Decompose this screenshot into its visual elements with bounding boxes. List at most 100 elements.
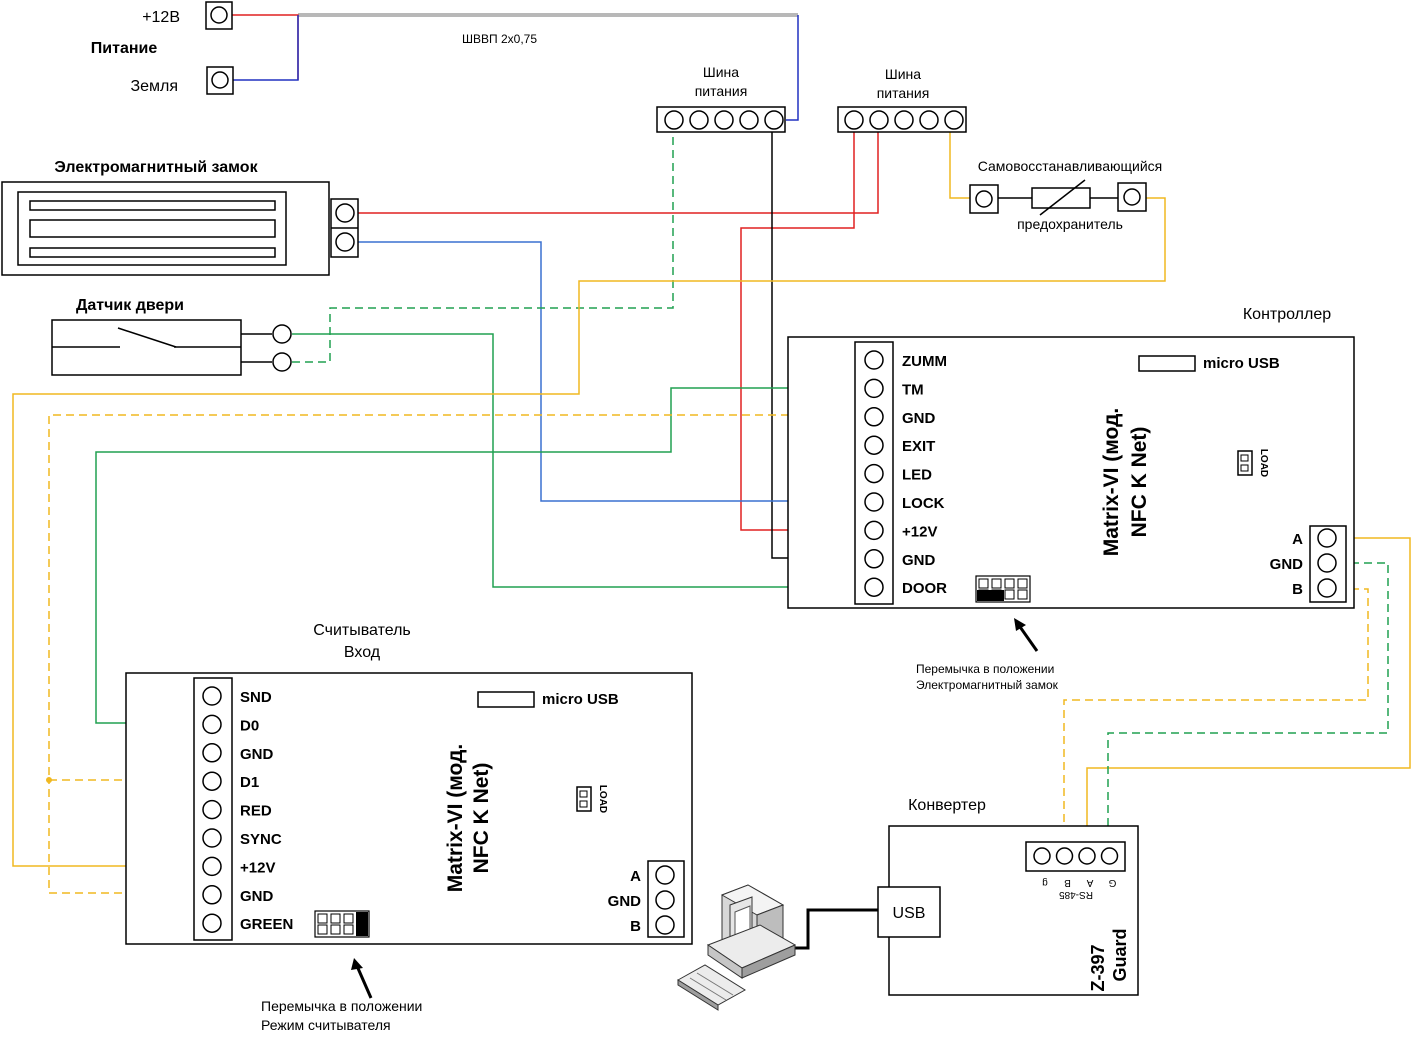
fuse-right-terminal	[1117, 182, 1147, 212]
fuse: Самовосстанавливающийся предохранитель	[969, 158, 1162, 232]
power-section: +12В Питание Земля ШВВП 2х0,75	[91, 1, 537, 95]
controller-jumper-pin	[1017, 589, 1028, 600]
controller-rs-label: A	[1292, 531, 1303, 548]
reader-jumper-arrowhead	[351, 958, 363, 970]
controller-terminal-screw	[864, 378, 884, 399]
controller-jumper-note-2: Электромагнитный замок	[916, 678, 1059, 692]
reader-rs-label: A	[630, 868, 641, 885]
door-sensor: Датчик двери	[51, 297, 292, 376]
controller-terminal-label: TM	[902, 381, 924, 398]
reader-terminal-screw	[202, 714, 222, 735]
converter-pin-label: B	[1064, 877, 1071, 888]
reader-model-line2: NFC K Net)	[470, 763, 493, 874]
power-ground-label: Земля	[130, 78, 178, 95]
reader-load-pin-2	[579, 800, 588, 808]
wire-usb	[776, 908, 878, 950]
controller-terminal-label: LED	[902, 467, 932, 484]
converter-pin-screw	[1033, 847, 1051, 865]
controller-jumper-pin	[1004, 589, 1015, 600]
controller-model-line1: Matrix-VI (мод.	[1100, 408, 1123, 557]
bus1-label-line1: Шина	[703, 64, 739, 80]
reader-jumper-pin	[343, 924, 354, 935]
lock-inner	[17, 191, 287, 266]
controller-terminal-screw	[864, 463, 884, 484]
lock-plate-middle	[29, 219, 276, 238]
reader-rs-label: B	[630, 918, 641, 935]
reader-rs-screw	[655, 865, 675, 885]
converter-pin-screw	[1100, 847, 1119, 865]
bus-1: Шина питания	[656, 64, 786, 133]
controller-terminal-label: EXIT	[902, 438, 935, 455]
reader-terminal-screw	[202, 828, 222, 848]
door-sensor-switch	[117, 327, 177, 348]
wires	[12, 13, 1411, 950]
controller-terminal-label: DOOR	[902, 580, 947, 597]
reader-jumper-pin	[317, 924, 328, 935]
wire-door-gnd	[292, 121, 674, 363]
reader-rs-screw	[655, 890, 675, 910]
controller-terminal-screw	[864, 520, 884, 541]
reader-mode-jumper	[314, 910, 370, 938]
bus1-screw	[739, 110, 759, 130]
reader-load-label: LOAD	[597, 785, 608, 813]
controller-terminal-label: GND	[902, 410, 936, 427]
cable-label: ШВВП 2х0,75	[462, 32, 537, 46]
reader-jumper-note-2: Режим считывателя	[261, 1017, 391, 1033]
bus1-screw	[764, 110, 784, 130]
controller-jumper-arrowhead	[1014, 618, 1026, 631]
wire-reader-12v	[12, 197, 1166, 867]
bus2-screw	[919, 110, 939, 130]
reader-jumper-note-1: Перемычка в положении	[261, 998, 422, 1014]
reader-terminal-screw	[202, 686, 222, 706]
bus1-label-line2: питания	[695, 83, 748, 99]
reader-jumper-pin	[330, 913, 341, 924]
reader-load-pin-1	[579, 790, 588, 798]
reader-title-line2: Вход	[344, 644, 381, 661]
controller-rs-screw	[1317, 553, 1337, 573]
door-sensor-pin-2	[272, 352, 292, 372]
wire-reader-gnd	[48, 780, 200, 894]
controller-terminal-screw	[864, 435, 884, 455]
controller-load-pin-1	[1240, 454, 1249, 462]
reader-terminal-screw	[202, 799, 222, 820]
reader-terminal-screw	[202, 885, 222, 905]
fuse-left-screw	[975, 190, 993, 208]
wire-door	[292, 333, 862, 588]
lock-title: Электромагнитный замок	[54, 159, 258, 176]
controller-mode-jumper	[975, 575, 1031, 603]
lock-plus-screw	[335, 203, 355, 223]
controller-terminal-label: LOCK	[902, 495, 945, 512]
controller-rs-screw	[1317, 578, 1337, 598]
door-sensor-title: Датчик двери	[76, 297, 184, 314]
controller-terminal-label: GND	[902, 552, 936, 569]
controller-terminal-label: +12V	[902, 523, 937, 540]
wire-ground-bus	[786, 15, 799, 121]
controller-rs-label: GND	[1270, 556, 1304, 573]
reader-terminal-label: RED	[240, 803, 272, 820]
controller-jumper-note-1: Перемычка в положении	[916, 662, 1054, 676]
reader-jumper-arrow	[355, 965, 373, 999]
controller-jumper-arrow	[1016, 623, 1039, 652]
reader-terminal-screw	[202, 913, 222, 933]
door-sensor-pin-1	[272, 324, 292, 344]
converter-model-line1: Z-397	[1088, 944, 1108, 991]
controller-load-pin-2	[1240, 464, 1249, 472]
fuse-symbol	[1039, 179, 1086, 216]
controller-jumper-cap	[977, 590, 1004, 601]
converter-title: Конвертер	[908, 797, 986, 814]
reader-jumper-pin	[330, 924, 341, 935]
controller-load-label: LOAD	[1258, 449, 1269, 477]
fuse-right-screw	[1123, 188, 1141, 206]
converter-bus-label: RS-485	[1059, 889, 1093, 900]
controller-usb-label: micro USB	[1203, 355, 1280, 372]
reader-jumper-pin	[317, 913, 328, 924]
bus2-screw	[844, 110, 864, 130]
bus1-screw	[664, 110, 684, 130]
controller-terminal-screw	[864, 549, 884, 569]
reader-jumper-pin	[343, 913, 354, 924]
wire-lock-minus	[358, 241, 862, 502]
controller-terminal-screw	[864, 407, 884, 427]
reader-jumper-cap	[356, 912, 368, 936]
converter-pin-label: G	[1108, 877, 1116, 888]
power-plus-screw	[210, 6, 228, 24]
